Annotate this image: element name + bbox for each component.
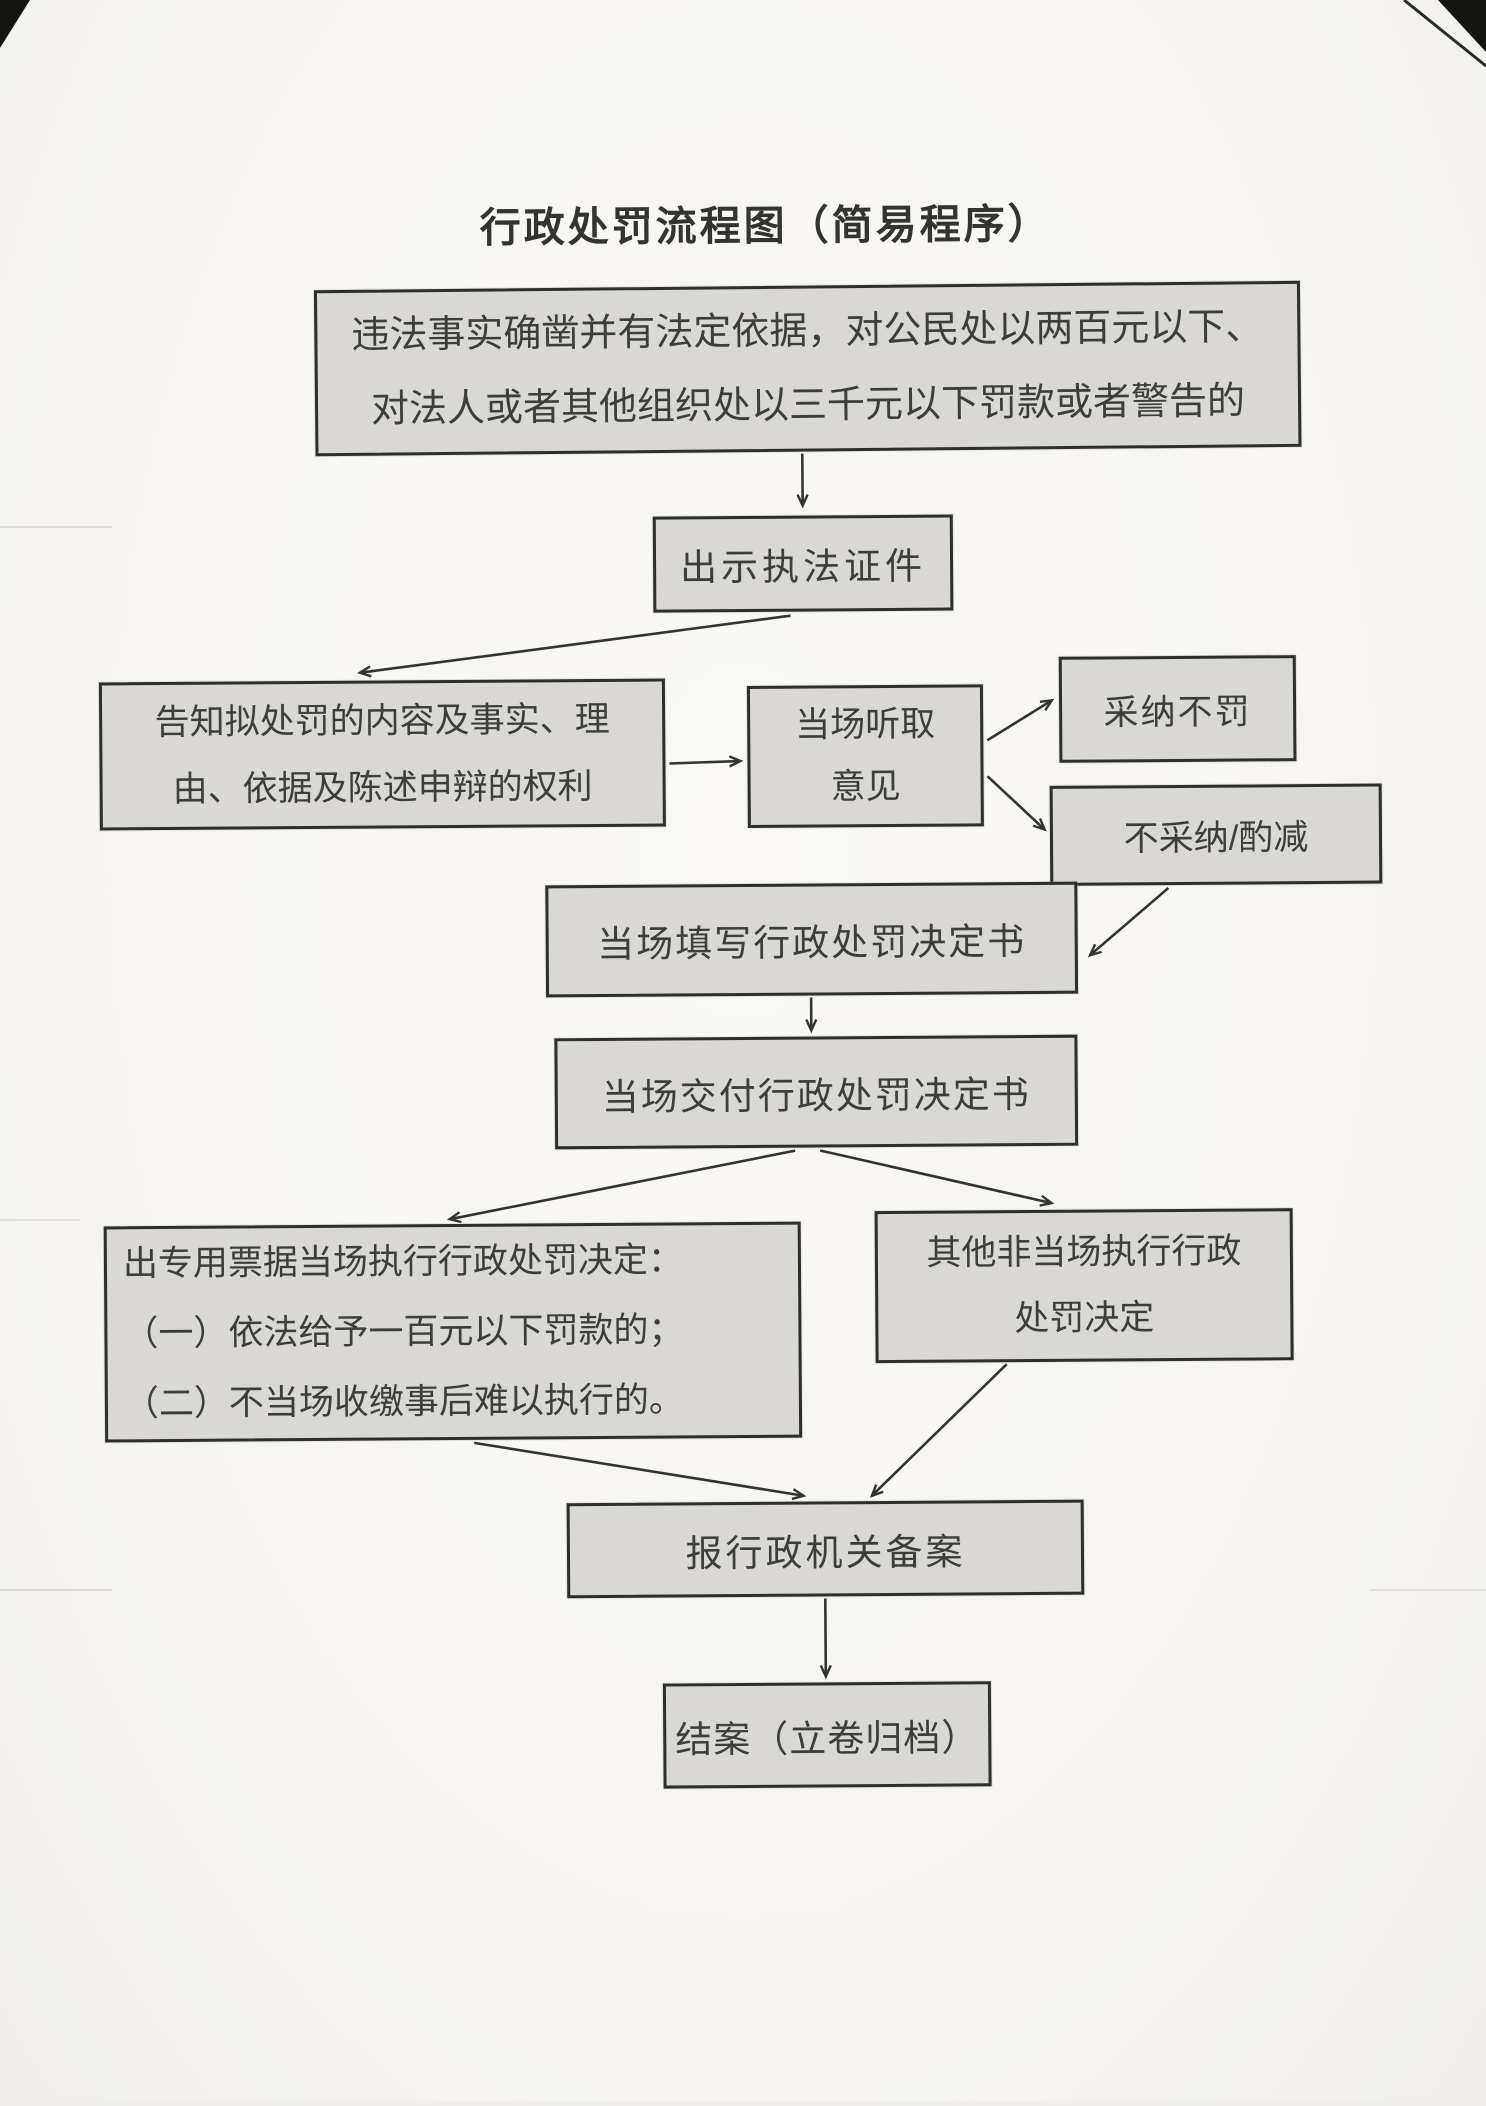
arrow-listen-to-adopt xyxy=(987,701,1051,740)
arrow-report-to-close xyxy=(825,1598,826,1675)
arrow-deliver-to-onsite xyxy=(450,1151,795,1219)
arrow-other-to-report xyxy=(872,1364,1008,1495)
arrow-inform-to-listen xyxy=(669,761,739,763)
arrow-credentials-to-inform xyxy=(360,616,790,673)
arrow-onsite-to-report xyxy=(474,1441,802,1498)
arrow-listen-to-not-adopt xyxy=(988,776,1044,829)
arrow-deliver-to-other xyxy=(820,1149,1050,1205)
arrow-not-adopt-to-fill xyxy=(1090,888,1168,955)
